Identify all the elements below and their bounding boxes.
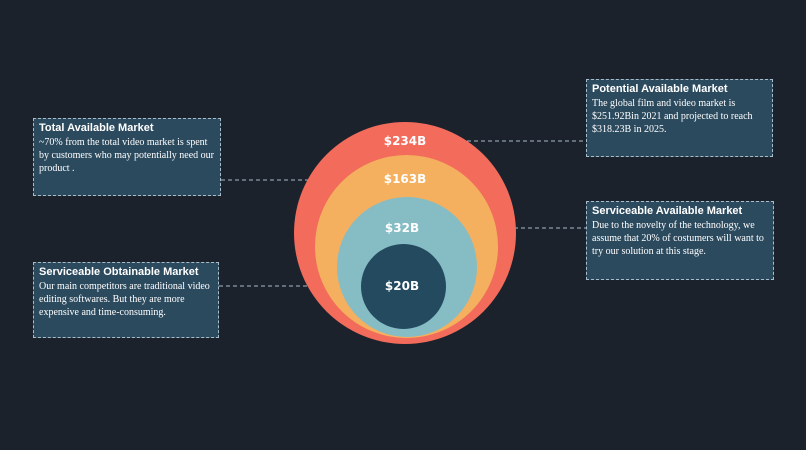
- serviceable-market-box: Serviceable Available Market Due to the …: [586, 201, 774, 280]
- obtainable-market-circle: [361, 244, 446, 329]
- serviceable-market-value: $32B: [384, 221, 420, 235]
- potential-market-description: The global film and video market is $251…: [592, 98, 753, 135]
- obtainable-market-title: Serviceable Obtainable Market: [39, 266, 199, 278]
- obtainable-market-box: Serviceable Obtainable Market Our main c…: [33, 262, 219, 338]
- obtainable-market-description: Our main competitors are traditional vid…: [39, 281, 210, 318]
- serviceable-market-description: Due to the novelty of the technology, we…: [592, 220, 764, 257]
- obtainable-market-value: $20B: [384, 279, 420, 293]
- total-market-description: ~70% from the total video market is spen…: [39, 137, 214, 174]
- total-market-value: $163B: [383, 172, 427, 186]
- serviceable-market-title: Serviceable Available Market: [592, 205, 743, 217]
- potential-market-value: $234B: [383, 134, 427, 148]
- potential-market-title: Potential Available Market: [592, 83, 728, 95]
- total-market-box: Total Available Market ~70% from the tot…: [33, 118, 221, 196]
- potential-market-box: Potential Available Market The global fi…: [586, 79, 773, 157]
- total-market-title: Total Available Market: [39, 122, 154, 134]
